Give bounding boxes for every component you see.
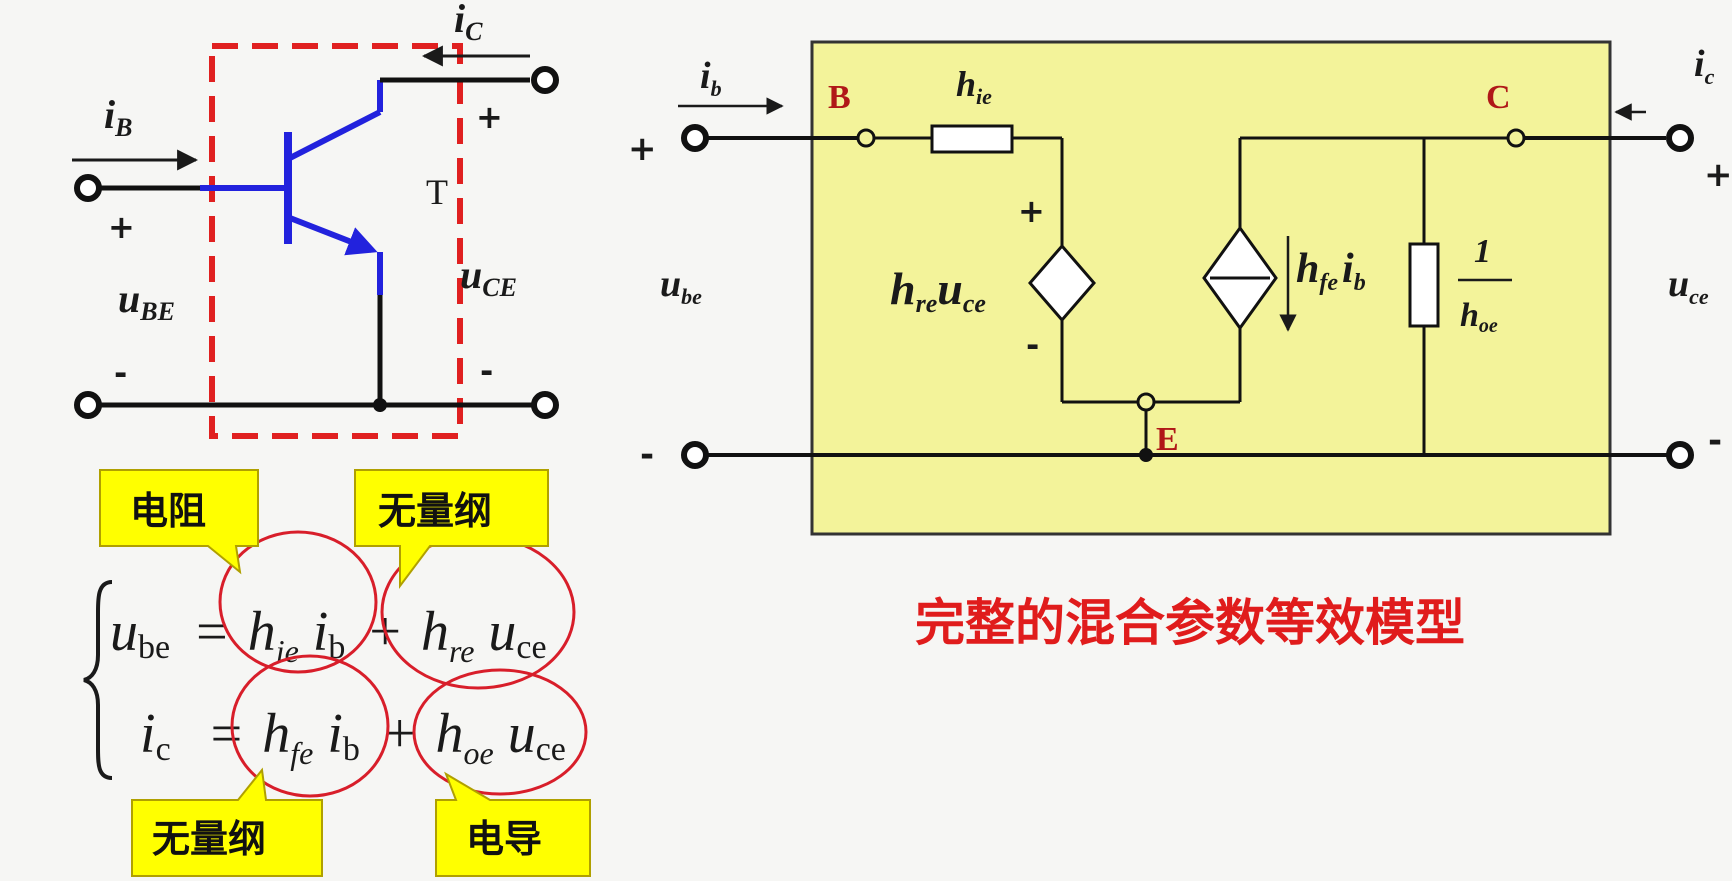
transistor-label: T — [426, 172, 448, 212]
model-output-terminal-top — [1666, 124, 1694, 152]
minus-output: - — [480, 352, 493, 390]
equation-2: ic = hfe ib + hoe uce — [140, 703, 566, 777]
node-c — [1506, 128, 1526, 148]
node-c-label: C — [1486, 79, 1511, 116]
model-input-terminal-bottom — [681, 441, 709, 469]
node-b — [856, 128, 876, 148]
model-input-terminal-top — [681, 124, 709, 152]
transistor-circuit: iB + uBE - iC + T uCE - — [72, 0, 559, 439]
callout-conductance: 电导 — [435, 771, 591, 877]
model-label-ic: ic — [1694, 43, 1715, 89]
label-frac-den: hoe — [1460, 297, 1498, 337]
svg-text:无量纲: 无量纲 — [378, 489, 492, 533]
transistor-dashed-box — [209, 43, 463, 439]
equation-brace — [83, 580, 113, 780]
model-output-terminal-bottom — [1666, 441, 1694, 469]
node-e-hollow — [1136, 392, 1156, 412]
model-caption: 完整的混合参数等效模型 — [915, 594, 1465, 652]
output-terminal-bottom — [531, 391, 559, 419]
model-plus-output: + — [1704, 155, 1732, 195]
node-b-label: B — [828, 79, 851, 116]
model-label-uce: uce — [1668, 263, 1709, 309]
label-frac-num: 1 — [1474, 233, 1491, 270]
h-parameter-equations: ube = hie ib + hre uce ic = hfe ib + hoe… — [83, 469, 591, 877]
label-ube: uBE — [118, 276, 175, 326]
vcvs-plus: + — [1018, 192, 1045, 230]
circle-hfe — [230, 654, 390, 798]
callout-resistance: 电阻 — [99, 469, 259, 575]
svg-text:电阻: 电阻 — [130, 489, 206, 533]
equation-1: ube = hie ib + hre uce — [110, 601, 547, 675]
circle-hoe — [412, 668, 588, 796]
label-ic: iC — [454, 0, 483, 46]
model-minus-output: - — [1708, 421, 1722, 461]
model-label-ube: ube — [660, 263, 702, 309]
model-label-ib: ib — [700, 55, 722, 101]
model-plus-input: + — [628, 129, 657, 169]
node-e-label: E — [1156, 421, 1179, 458]
label-vcvs: hreuce — [890, 263, 986, 318]
label-uce: uCE — [460, 252, 517, 302]
h-parameter-model: ib + ube - B hie + - hreuce E hfeib — [628, 40, 1732, 536]
resistor-hie — [930, 124, 1014, 154]
svg-text:电导: 电导 — [466, 817, 542, 861]
label-hie: hie — [956, 64, 992, 109]
model-minus-input: - — [640, 435, 654, 475]
circle-hie — [218, 530, 378, 674]
minus-input: - — [114, 354, 127, 392]
input-terminal-top — [74, 174, 102, 202]
bjt-symbol — [284, 80, 383, 295]
vcvs-minus: - — [1026, 326, 1039, 364]
plus-input: + — [108, 208, 135, 246]
callout-dimensionless-top: 无量纲 — [354, 469, 549, 589]
svg-text:无量纲: 无量纲 — [152, 817, 266, 861]
resistor-1-over-hoe — [1408, 242, 1440, 328]
label-cccs: hfeib — [1296, 246, 1366, 296]
plus-output: + — [476, 98, 503, 136]
output-terminal-top — [531, 66, 559, 94]
input-terminal-bottom — [74, 391, 102, 419]
callout-dimensionless-bottom: 无量纲 — [131, 767, 323, 877]
label-ib: iB — [104, 92, 132, 142]
